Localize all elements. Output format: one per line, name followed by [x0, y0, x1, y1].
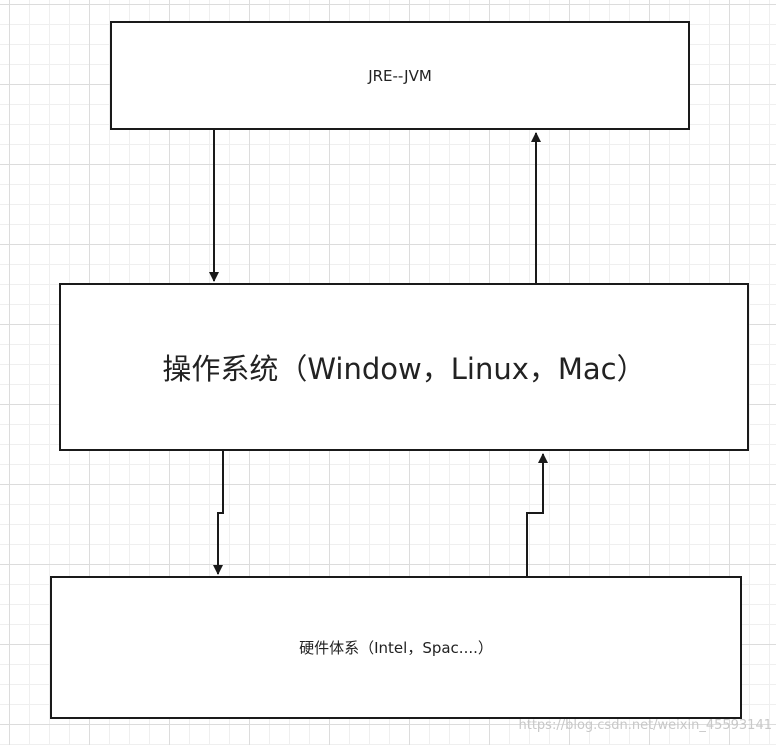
- operating-system-label: 操作系统（Window，Linux，Mac）: [162, 352, 646, 386]
- jre-jvm-box: JRE--JVM: [110, 21, 690, 130]
- arrow-hardware-to-os: [526, 453, 548, 576]
- hardware-box: 硬件体系（Intel，Spac....）: [50, 576, 742, 719]
- hardware-label: 硬件体系（Intel，Spac....）: [299, 639, 493, 657]
- operating-system-box: 操作系统（Window，Linux，Mac）: [59, 283, 749, 451]
- watermark: https://blog.csdn.net/weixin_45593141: [518, 718, 772, 733]
- arrow-os-to-hardware: [213, 451, 224, 575]
- jre-jvm-label: JRE--JVM: [368, 66, 432, 85]
